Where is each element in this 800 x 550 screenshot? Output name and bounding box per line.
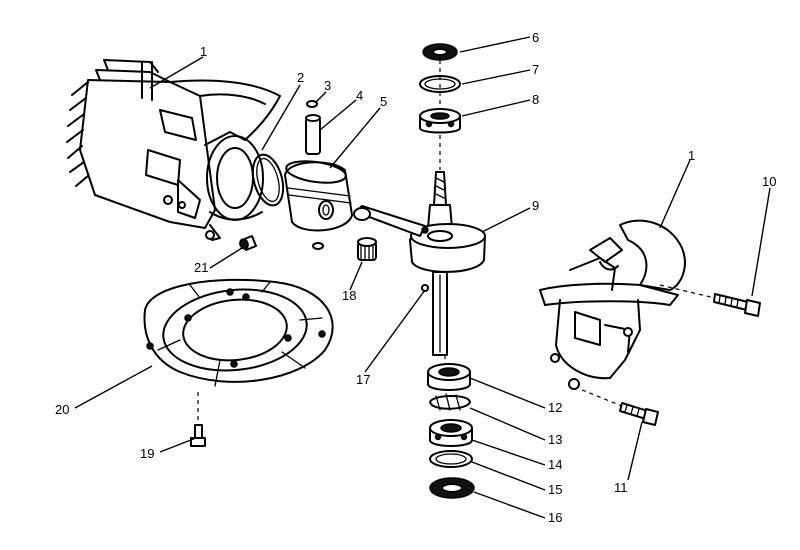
part-piston-ring — [251, 153, 285, 207]
part-retaining-clip — [306, 100, 324, 250]
part-oil-seal-top — [422, 43, 458, 61]
leader-lines — [74, 36, 771, 519]
callout-17: 17 — [356, 372, 370, 387]
callout-2: 2 — [297, 70, 304, 85]
part-oil-seal-bottom-16 — [429, 477, 475, 499]
part-wrist-pin — [305, 114, 321, 155]
callout-12: 12 — [548, 400, 562, 415]
part-piston — [284, 160, 353, 232]
callout-21: 21 — [194, 260, 208, 275]
callout-20: 20 — [55, 402, 69, 417]
part-dowel — [239, 235, 257, 251]
callout-13: 13 — [548, 432, 562, 447]
callout-5: 5 — [380, 94, 387, 109]
callout-4: 4 — [356, 88, 363, 103]
part-ball-bearing-14 — [429, 419, 473, 447]
part-base-plate — [143, 278, 334, 387]
part-crankcase-cover — [539, 219, 686, 390]
part-bolt-11 — [581, 389, 659, 426]
part-ball-bearing-top — [419, 108, 461, 134]
callout-8: 8 — [532, 92, 539, 107]
callout-7: 7 — [532, 62, 539, 77]
part-needle-bearing — [357, 237, 377, 261]
part-screw-19 — [190, 392, 206, 447]
part-crankshaft — [353, 60, 486, 356]
callout-10: 10 — [762, 174, 776, 189]
callout-15: 15 — [548, 482, 562, 497]
callout-11: 11 — [614, 480, 628, 495]
part-spring-clip-13 — [429, 393, 471, 411]
callout-1b: 1 — [688, 148, 695, 163]
callout-numbers: 1 2 3 4 5 6 7 8 9 1 10 11 12 13 14 15 16… — [55, 30, 776, 525]
callout-18: 18 — [342, 288, 356, 303]
part-bearing-assembly-12 — [427, 355, 471, 391]
callout-9: 9 — [532, 198, 539, 213]
callout-6: 6 — [532, 30, 539, 45]
part-engine-block — [66, 59, 281, 241]
callout-16: 16 — [548, 510, 562, 525]
callout-14: 14 — [548, 457, 562, 472]
part-retainer-ring-15 — [429, 450, 473, 468]
callout-1a: 1 — [200, 44, 207, 59]
part-bolt-10 — [659, 284, 761, 317]
callout-3: 3 — [324, 78, 331, 93]
callout-19: 19 — [140, 446, 154, 461]
